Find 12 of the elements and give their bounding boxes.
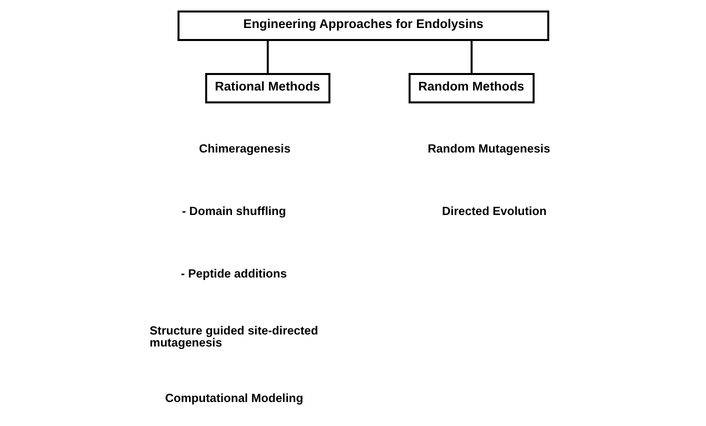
connector (266, 40, 268, 74)
connector (470, 40, 472, 74)
label: Directed Evolution (441, 204, 546, 218)
label: Chimeragenesis (198, 142, 290, 156)
label: Random Mutagenesis (427, 142, 550, 156)
label: - Domain shuffling (182, 204, 286, 218)
node-box: Random Methods (408, 72, 534, 104)
label: Structure guided site-directed mutagenesis (149, 324, 318, 350)
label: Computational Modeling (164, 391, 303, 406)
node-box: Rational Methods (204, 72, 330, 104)
node-box: Engineering Approaches for Endolysins (177, 10, 549, 41)
label: - Peptide additions (180, 266, 286, 280)
